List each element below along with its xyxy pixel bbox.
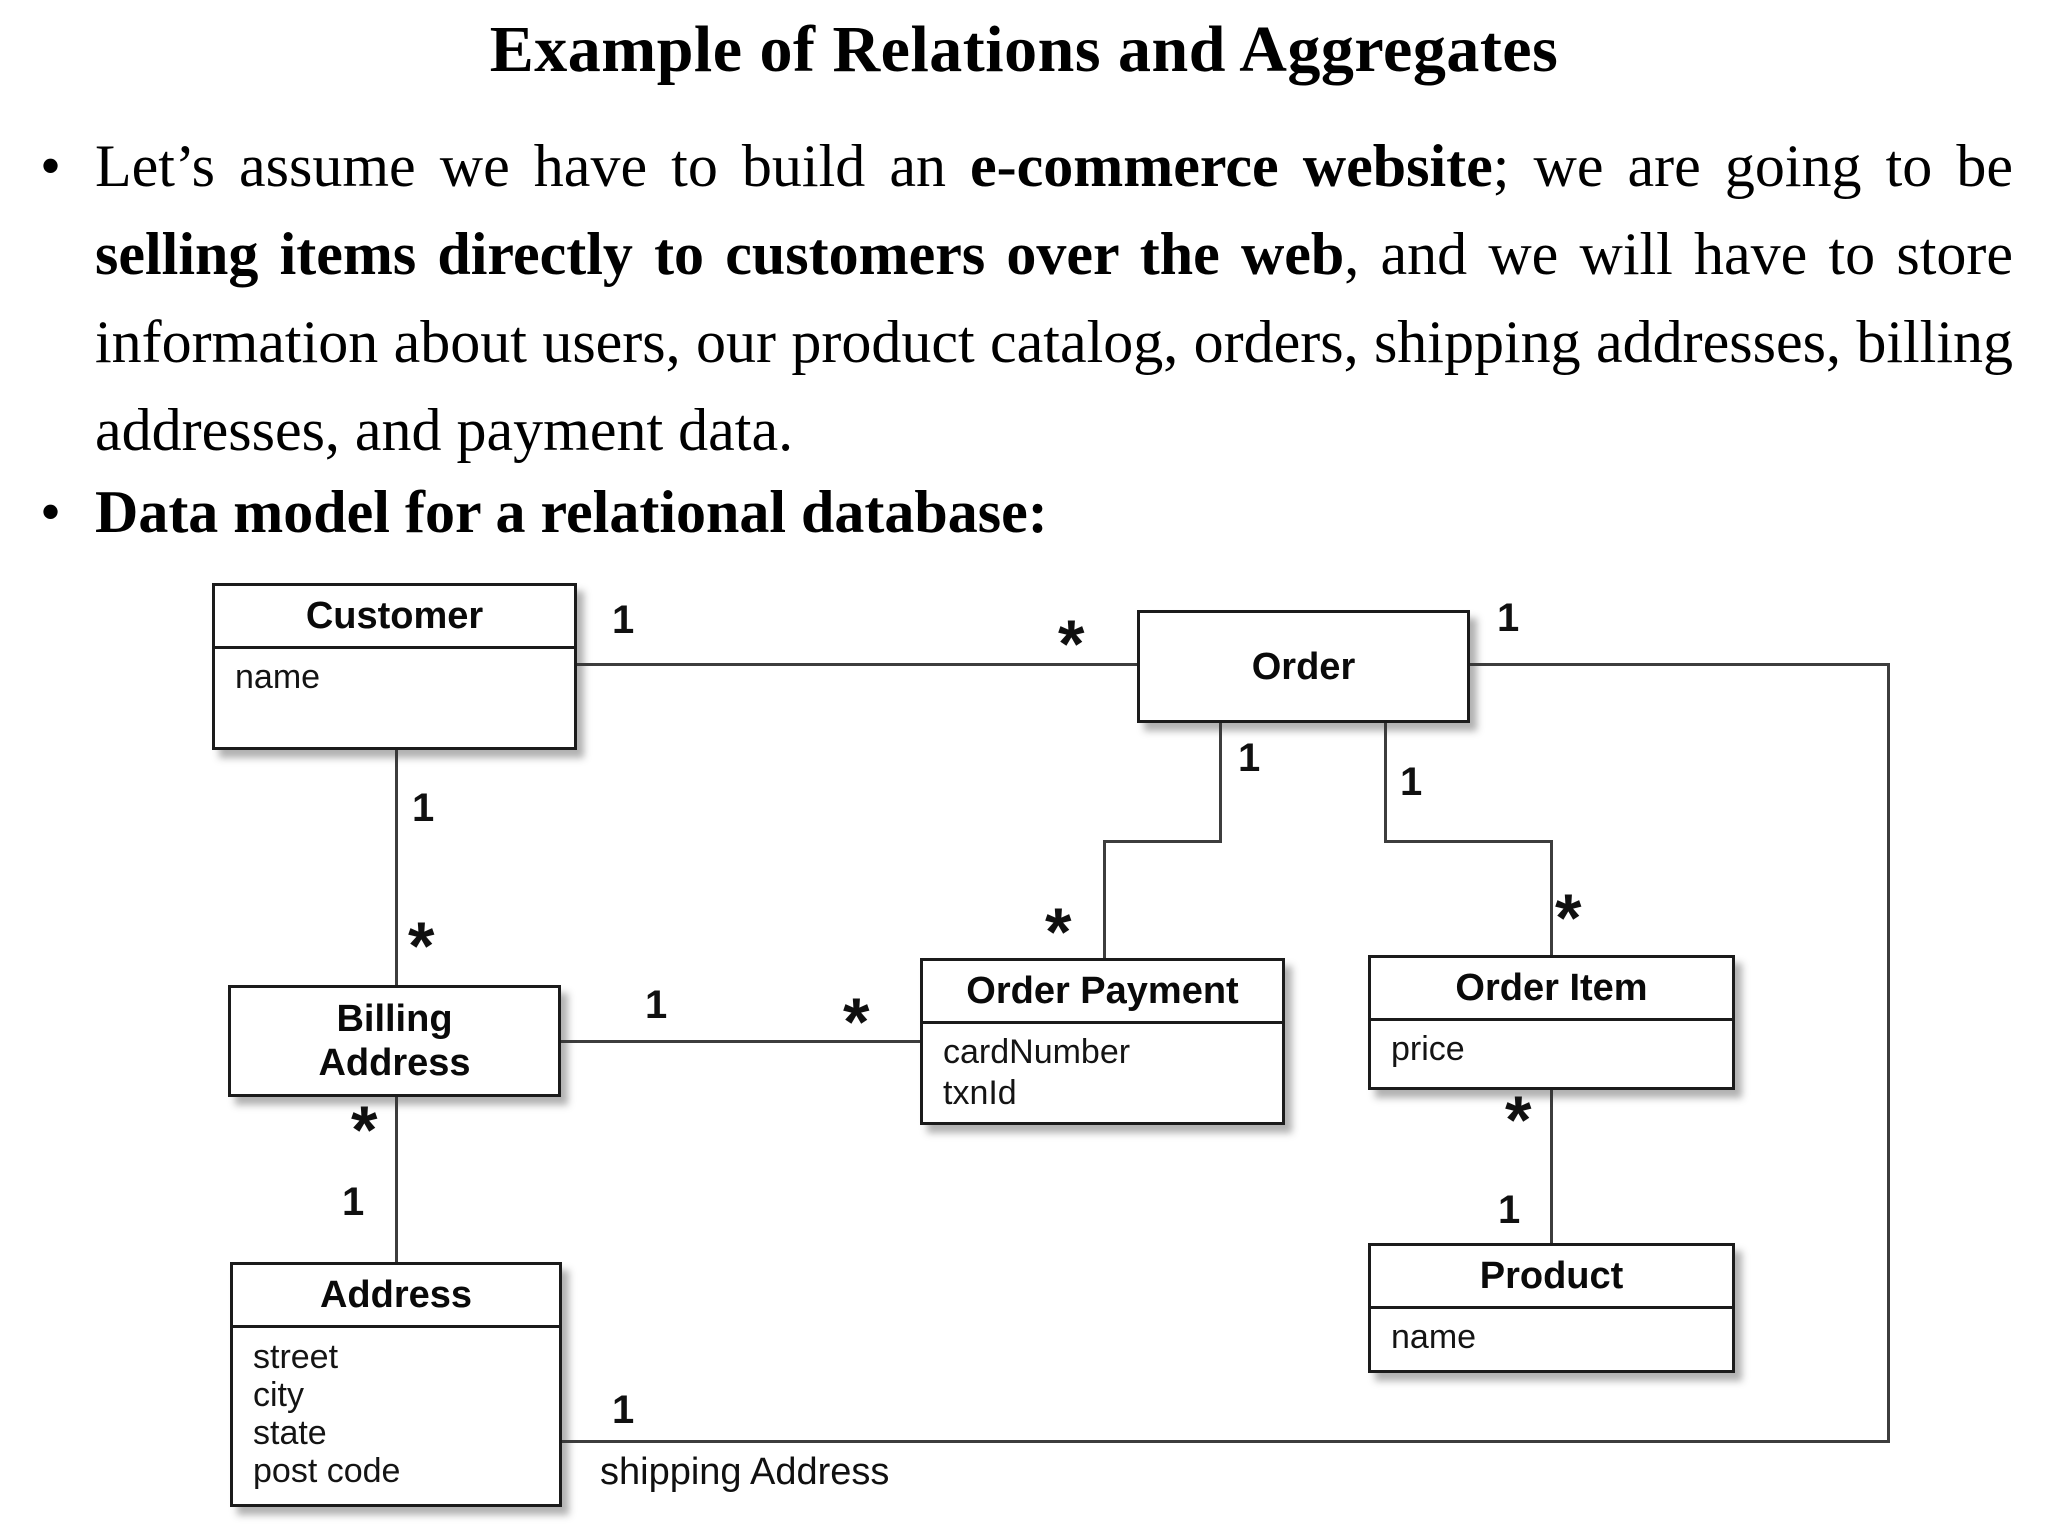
entity-billing-address-title: Billing Address — [318, 998, 471, 1084]
bullet-marker: • — [40, 479, 62, 545]
edge-order-orderpayment-in — [1103, 840, 1106, 958]
multiplicity-payment-side-billing: * — [843, 984, 870, 1060]
edge-order-orderitem-drop — [1384, 723, 1387, 843]
attribute-postcode: post code — [253, 1452, 401, 1490]
attribute-price: price — [1391, 1030, 1465, 1068]
entity-order-payment-attributes: cardNumber txnId — [923, 1024, 1282, 1114]
entity-order-item-title: Order Item — [1371, 958, 1732, 1021]
bullet-paragraph-intro: Let’s assume we have to build an e-comme… — [95, 122, 2013, 474]
edge-customer-billing — [395, 750, 398, 985]
entity-product: Product name — [1368, 1243, 1735, 1373]
edge-customer-order — [577, 663, 1137, 666]
attribute-city: city — [253, 1376, 304, 1414]
edge-order-orderpayment-elbow — [1103, 840, 1222, 843]
multiplicity-billing-side-customer: * — [408, 908, 435, 984]
edge-order-orderpayment-drop — [1219, 723, 1222, 843]
multiplicity-order-side-payment: 1 — [1238, 736, 1261, 780]
edge-label-shipping-address: shipping Address — [600, 1451, 890, 1493]
entity-customer-title: Customer — [215, 586, 574, 649]
entity-order-title: Order — [1251, 645, 1356, 688]
multiplicity-customer-side-order: 1 — [612, 598, 635, 642]
entity-address: Address street city state post code — [230, 1262, 562, 1507]
entity-product-title: Product — [1371, 1246, 1732, 1309]
attribute-state: state — [253, 1414, 327, 1452]
attribute-txnid: txnId — [943, 1074, 1017, 1112]
multiplicity-order-side-item: 1 — [1400, 760, 1423, 804]
edge-billing-orderpayment — [561, 1040, 920, 1043]
intro-text-segment: Let’s assume we have to build an — [95, 133, 971, 199]
intro-text-segment: ; we are going to be — [1492, 133, 2013, 199]
attribute-name: name — [1391, 1318, 1477, 1356]
edge-order-orderitem-in — [1550, 840, 1553, 955]
intro-bold-selling: selling items directly to customers over… — [95, 221, 1345, 287]
entity-order-item: Order Item price — [1368, 955, 1735, 1090]
multiplicity-order-side-shipping: 1 — [1497, 596, 1520, 640]
edge-shipping-bottom — [562, 1440, 1890, 1443]
edge-shipping-vertical — [1887, 663, 1890, 1443]
page-title: Example of Relations and Aggregates — [489, 13, 1559, 86]
multiplicity-payment-side-order: * — [1045, 894, 1072, 970]
multiplicity-product-side-item: 1 — [1498, 1188, 1521, 1232]
multiplicity-address-side-billing: 1 — [342, 1180, 365, 1224]
multiplicity-item-side-product: * — [1505, 1082, 1532, 1158]
intro-bold-ecommerce: e-commerce website — [970, 133, 1493, 199]
entity-customer: Customer name — [212, 583, 577, 750]
entity-address-title: Address — [233, 1265, 559, 1328]
multiplicity-billing-side-address: * — [351, 1092, 378, 1168]
entity-order-payment: Order Payment cardNumber txnId — [920, 958, 1285, 1125]
entity-order: Order — [1137, 610, 1470, 723]
multiplicity-address-side-shipping: 1 — [612, 1388, 635, 1432]
entity-address-attributes: street city state post code — [233, 1328, 559, 1490]
edge-order-shipping-right — [1470, 663, 1890, 666]
entity-billing-address: Billing Address — [228, 985, 561, 1097]
entity-order-payment-title: Order Payment — [923, 961, 1282, 1024]
entity-order-item-attributes: price — [1371, 1021, 1732, 1070]
multiplicity-order-side-customer: * — [1058, 606, 1085, 682]
attribute-cardnumber: cardNumber — [943, 1033, 1131, 1071]
edge-orderitem-product — [1550, 1090, 1553, 1243]
entity-customer-attributes: name — [215, 649, 574, 698]
entity-product-attributes: name — [1371, 1309, 1732, 1358]
multiplicity-billing-side-payment: 1 — [645, 983, 668, 1027]
attribute-name: name — [235, 658, 321, 696]
multiplicity-customer-side-billing: 1 — [412, 786, 435, 830]
bullet-marker: • — [40, 133, 62, 199]
multiplicity-item-side-order: * — [1555, 880, 1582, 956]
edge-order-orderitem-elbow — [1384, 840, 1553, 843]
edge-billing-address — [395, 1097, 398, 1262]
bullet-paragraph-data-model: Data model for a relational database: — [95, 479, 1048, 545]
intro-text-segment: , and we will have to store information … — [95, 221, 2013, 463]
attribute-street: street — [253, 1338, 339, 1376]
